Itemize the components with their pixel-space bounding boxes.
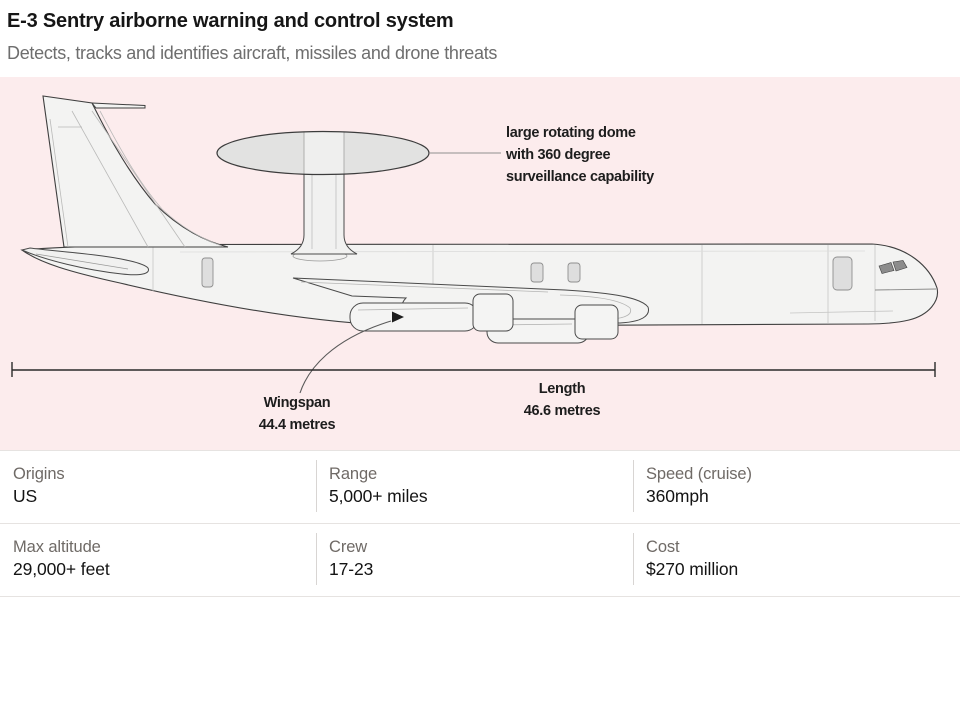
- spec-cell-crew: Crew 17-23: [316, 524, 633, 596]
- spec-table: Origins US Range 5,000+ miles Speed (cru…: [0, 450, 960, 597]
- nose-seam: [874, 288, 937, 291]
- spec-cell-origins: Origins US: [0, 451, 316, 523]
- elevator-line: [35, 253, 129, 270]
- spec-label: Max altitude: [13, 538, 101, 556]
- spec-cell-cost: Cost $270 million: [633, 524, 960, 596]
- cockpit-windows: [878, 260, 908, 274]
- header: E-3 Sentry airborne warning and control …: [0, 0, 960, 77]
- aircraft-illustration: large rotating dome with 360 degree surv…: [0, 77, 960, 450]
- spec-cell-range: Range 5,000+ miles: [316, 451, 633, 523]
- dome-annotation-line1: large rotating dome: [506, 125, 636, 141]
- spec-label: Origins: [13, 465, 65, 483]
- rotodome-band: [303, 131, 345, 175]
- length-label-name: Length: [539, 381, 586, 397]
- spec-value: US: [13, 486, 38, 506]
- wingspan-label-value: 44.4 metres: [259, 417, 336, 433]
- length-label-value: 46.6 metres: [524, 403, 601, 419]
- spec-label: Cost: [646, 538, 680, 556]
- spec-row-2: Max altitude 29,000+ feet Crew 17-23 Cos…: [0, 524, 960, 597]
- dome-annotation-line2: with 360 degree: [505, 147, 611, 163]
- fin-panel-lines: [49, 110, 223, 248]
- spec-value: 360mph: [646, 486, 709, 506]
- spec-value: 5,000+ miles: [329, 486, 428, 506]
- length-label: Length 46.6 metres: [524, 381, 601, 419]
- tailplane: [20, 247, 149, 276]
- spec-label: Crew: [329, 538, 368, 556]
- engine-inner-line: [357, 307, 469, 311]
- spec-label: Range: [329, 465, 378, 483]
- wing-detail-lines: [300, 281, 632, 320]
- spec-label: Speed (cruise): [646, 465, 752, 483]
- wingspan-arrow-icon: [392, 311, 404, 323]
- spec-value: 17-23: [329, 559, 374, 579]
- hf-probe: [90, 102, 146, 109]
- pylon-inner-lines: [311, 174, 337, 249]
- fuselage-doors: [201, 256, 853, 291]
- rotodome-outline: [216, 130, 430, 176]
- dome-annotation-line3: surveillance capability: [506, 169, 654, 185]
- spec-cell-altitude: Max altitude 29,000+ feet: [0, 524, 316, 596]
- spec-cell-speed: Speed (cruise) 360mph: [633, 451, 960, 523]
- page-title: E-3 Sentry airborne warning and control …: [7, 10, 454, 32]
- rotodome-pylon: [290, 156, 358, 255]
- dome-annotation: large rotating dome with 360 degree surv…: [505, 125, 654, 185]
- wingspan-label-name: Wingspan: [264, 395, 331, 411]
- spec-value: 29,000+ feet: [13, 559, 110, 579]
- page-subtitle: Detects, tracks and identifies aircraft,…: [7, 43, 498, 63]
- wingspan-label: Wingspan 44.4 metres: [259, 395, 336, 433]
- wingspan-leader-curve: [299, 320, 392, 394]
- spec-value: $270 million: [646, 559, 739, 579]
- aircraft-diagram-panel: large rotating dome with 360 degree surv…: [0, 77, 960, 450]
- spec-row-1: Origins US Range 5,000+ miles Speed (cru…: [0, 451, 960, 524]
- length-dimension-line: [11, 362, 936, 377]
